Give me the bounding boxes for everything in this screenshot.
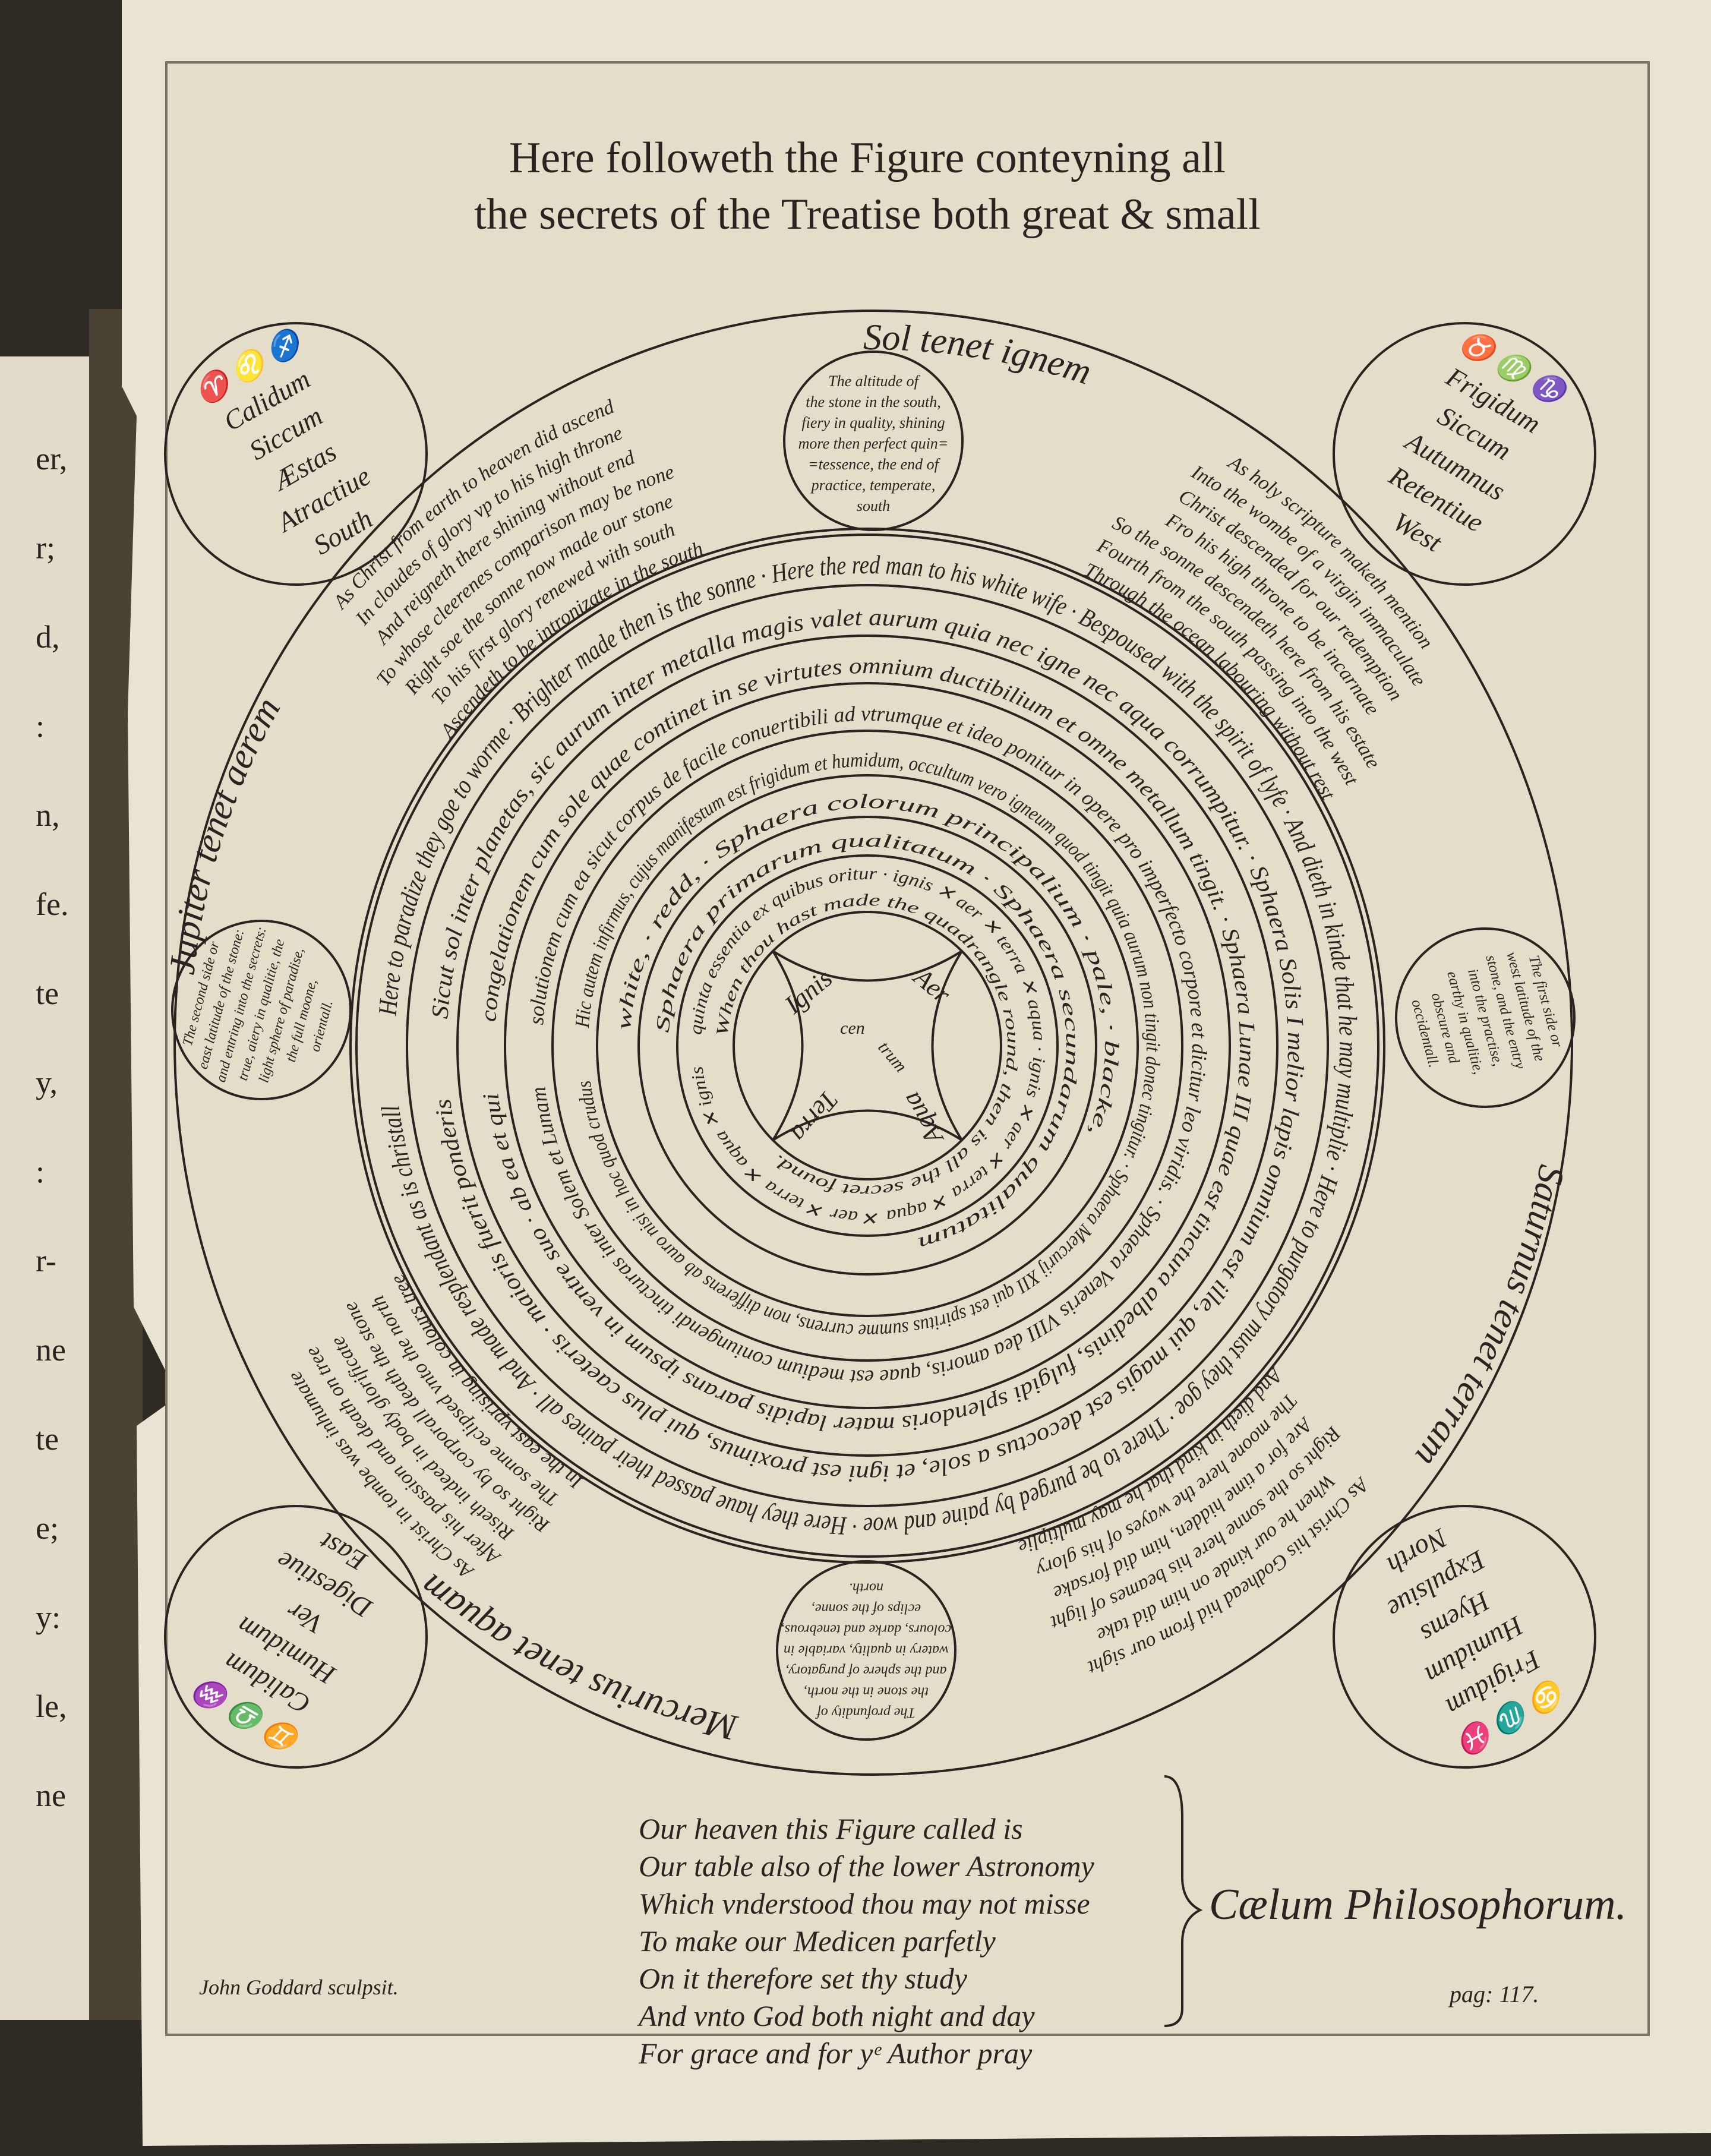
- text-line: The altitude of: [828, 373, 920, 390]
- ring-line: [637, 816, 1097, 1276]
- left-page-fragment: r-: [36, 1243, 56, 1279]
- left-page-fragment: r;: [36, 530, 55, 566]
- text-line: more then perfect quin=: [798, 435, 949, 452]
- left-page-fragment: er,: [36, 441, 67, 476]
- text-line: and the sphere of purgatory,: [786, 1663, 947, 1679]
- motto: Cælum Philosophorum.: [1209, 1880, 1627, 1929]
- left-page-fragment: d,: [36, 619, 60, 655]
- left-page-fragment: te: [36, 1421, 59, 1457]
- text-line: =tessence, the end of: [808, 456, 940, 473]
- text-line: Our heaven this Figure called is: [639, 1812, 1023, 1845]
- left-page-fragment: y:: [36, 1599, 61, 1635]
- brace: [1164, 1775, 1203, 2027]
- text-line: Our table also of the lower Astronomy: [639, 1849, 1094, 1883]
- left-page-fragment: te: [36, 976, 59, 1011]
- text-line: practice, temperate,: [810, 476, 936, 494]
- left-page-fragment: y,: [36, 1065, 58, 1100]
- left-page-fragment: le,: [36, 1688, 67, 1724]
- side-circle-bottom: The profundity of the stone in the north,…: [776, 1560, 956, 1741]
- engraver-signature: John Goddard sculpsit.: [199, 1975, 399, 1999]
- text-line: The profundity of: [815, 1705, 916, 1721]
- ring-line: [504, 682, 1231, 1409]
- text-line: colours, darke and tenebrous,: [781, 1622, 951, 1637]
- text-line: On it therefore set thy study: [639, 1962, 968, 1995]
- text-line: north.: [849, 1580, 883, 1596]
- left-page-fragment: n,: [36, 797, 60, 833]
- text-line: fiery in quality, shining: [801, 414, 945, 431]
- text-block: The altitude of the stone in the south, fi…: [798, 373, 949, 514]
- text-line: Which vnderstood thou may not misse: [639, 1887, 1090, 1920]
- left-page: [0, 356, 95, 2020]
- side-circle-top: The altitude of the stone in the south, fi…: [783, 351, 964, 531]
- left-page-fragment: ne: [36, 1778, 66, 1813]
- ring-line: [596, 774, 1139, 1317]
- text-line: the stone in the north,: [804, 1684, 929, 1700]
- title-line-2: the secrets of the Treatise both great &…: [474, 190, 1260, 239]
- text-line: the stone in the south,: [806, 393, 940, 411]
- ring-line: [551, 730, 1183, 1362]
- text-block: The profundity of the stone in the north,…: [781, 1580, 951, 1721]
- text-line: south: [857, 497, 890, 514]
- page-number: pag: 117.: [1448, 1981, 1539, 2007]
- poem: Our heaven this Figure called is Our tabl…: [637, 1812, 1094, 2070]
- text-line: eclips of the sonne,: [812, 1601, 921, 1617]
- left-page-fragment: ne: [36, 1332, 66, 1368]
- text-line: watery in quality, variable in: [784, 1643, 949, 1658]
- left-page-fragment: e;: [36, 1510, 59, 1546]
- ring-line: [355, 534, 1379, 1558]
- ring-line: [456, 635, 1278, 1457]
- left-page-fragment: :: [36, 708, 45, 744]
- left-page-fragment: :: [36, 1154, 45, 1189]
- left-page-fragment: fe.: [36, 886, 68, 922]
- quadrangle-arcs: [772, 950, 963, 1141]
- text-line: And vnto God both night and day: [637, 1999, 1035, 2032]
- text-line: To make our Medicen parfetly: [639, 1924, 996, 1958]
- centrum-1: cen: [840, 1018, 865, 1038]
- ring-line: [676, 854, 1059, 1237]
- inner-circle: [733, 911, 1002, 1180]
- left-page-text: er, r; d,: n, fe. te y,: r-ne te e; y: le, ne: [36, 441, 68, 1813]
- text-line: For grace and for yᵉ Author pray: [638, 2037, 1033, 2070]
- title-line-1: Here followeth the Figure conteyning all: [509, 134, 1226, 182]
- ring-line: [406, 584, 1329, 1507]
